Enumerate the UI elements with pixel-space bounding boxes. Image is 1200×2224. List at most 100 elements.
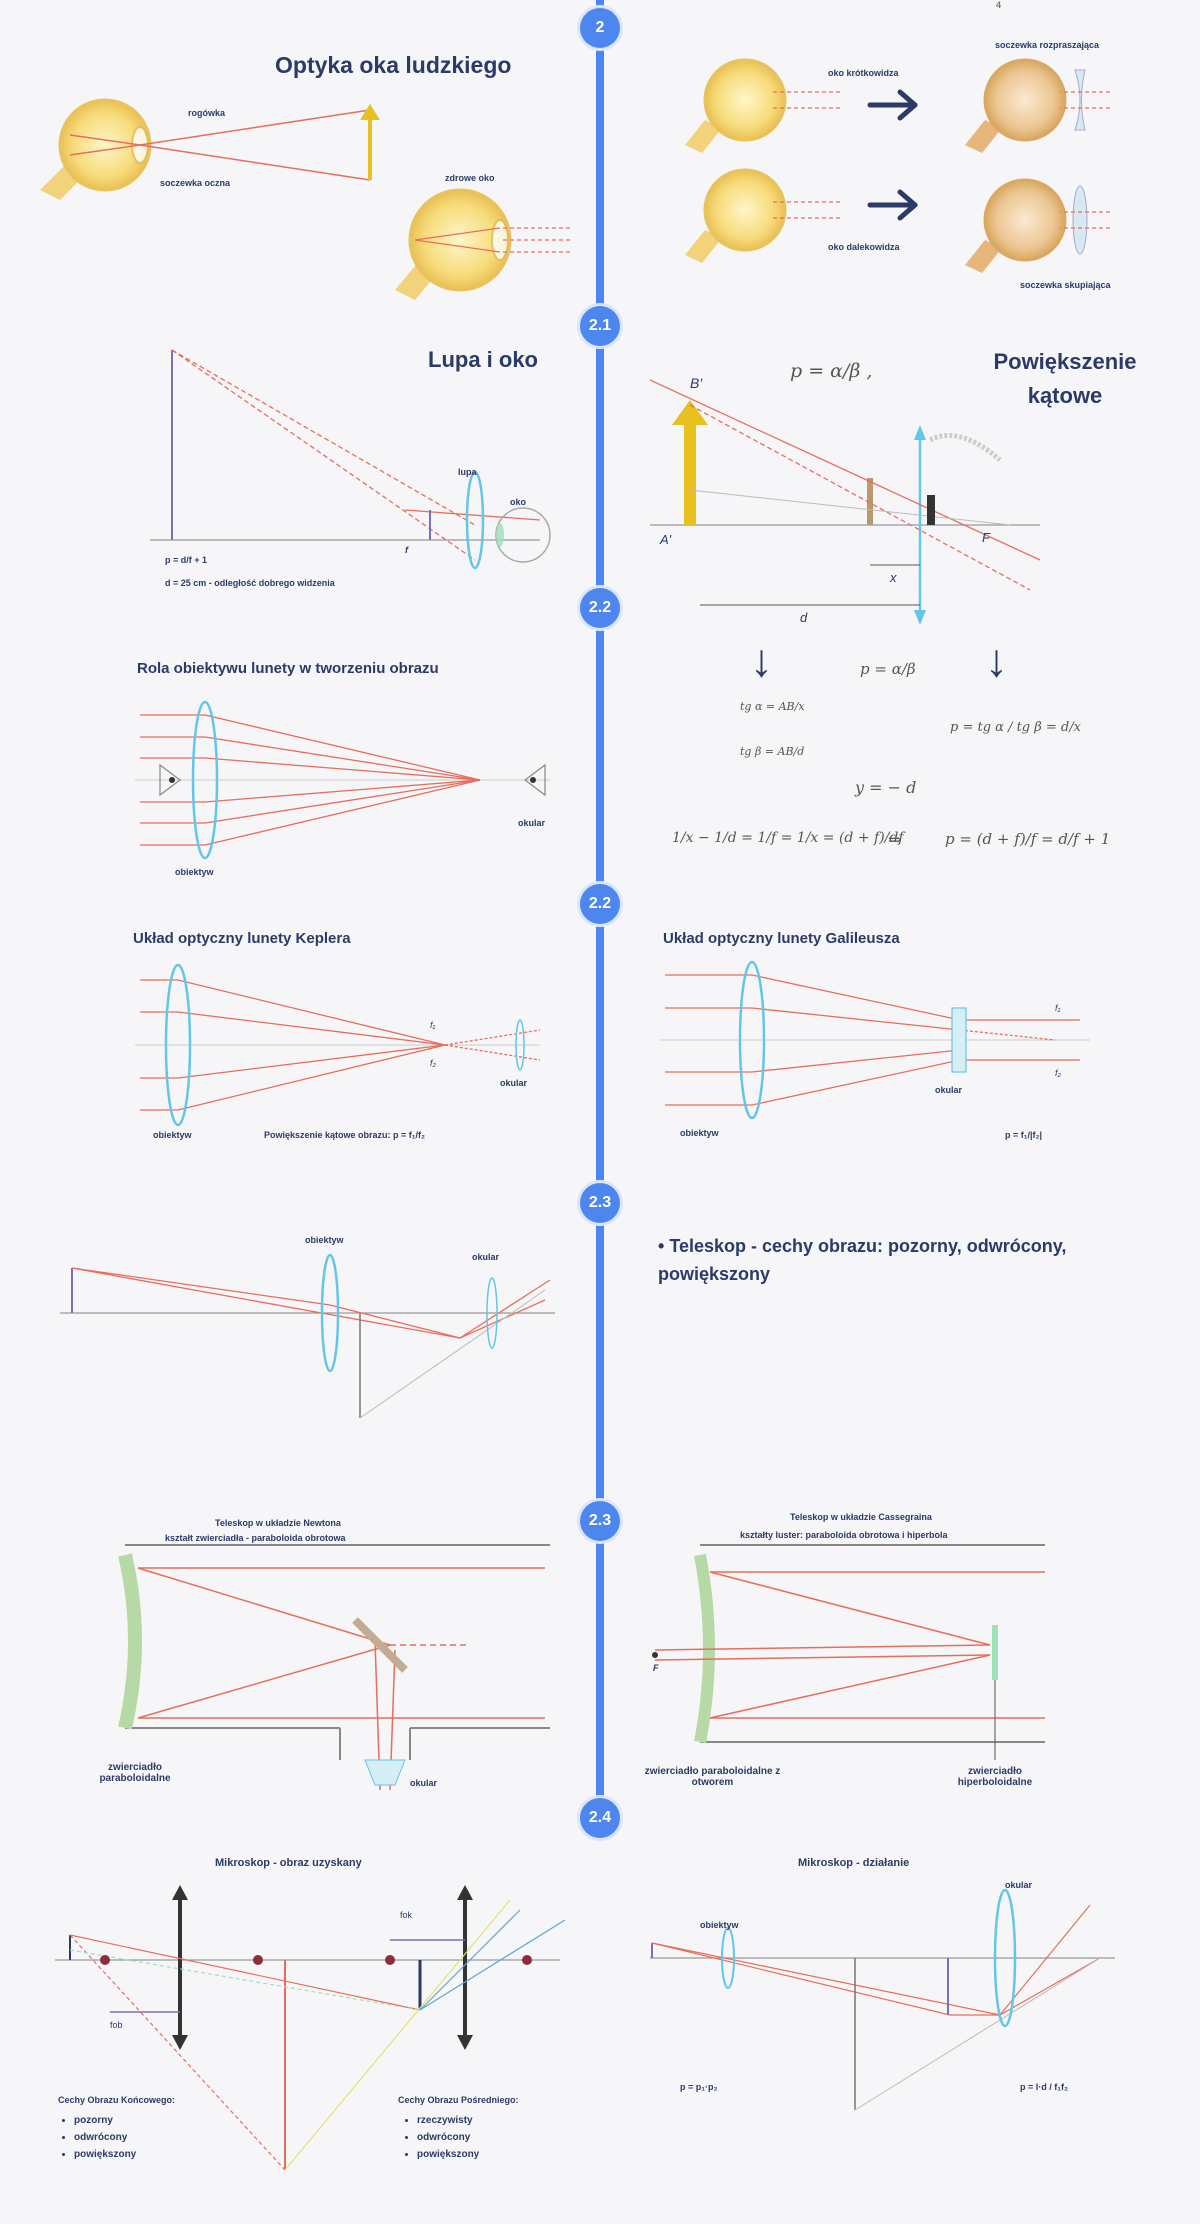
cassegrain-telescope-diagram [652, 1544, 1045, 1760]
formula-microscope-p: p = p₁·p₂ [680, 2082, 718, 2092]
list-item: odwrócony [417, 2129, 479, 2146]
timeline-node: 2.2 [580, 884, 620, 924]
label-cornea: rogówka [188, 108, 226, 118]
galileo-diagram [660, 960, 1090, 1120]
formula-tan-beta: tg β = AB/d [740, 745, 805, 758]
eye-diagram-hyperopia-corrected [965, 178, 1110, 273]
label-kepler-f1: f₁ [430, 1020, 436, 1030]
label-eye-lens: soczewka oczna [160, 178, 231, 188]
label-myopia: oko krótkowidza [828, 68, 899, 78]
label-oko: oko [510, 497, 527, 507]
formula-lens-equation: 1/x − 1/d = 1/f = 1/x = (d + f)/df [672, 830, 904, 846]
angular-magnification-diagram [649, 379, 1041, 625]
bullet-text: Teleskop - cechy obrazu: pozorny, odwróc… [658, 1236, 1067, 1284]
section-title-microscope-image: Mikroskop - obraz uzyskany [215, 1857, 362, 1869]
label-telescope-objective: obiektyw [305, 1235, 344, 1245]
label-galileo-f1: f₁ [1055, 1003, 1061, 1013]
label-B-prime: B' [690, 375, 703, 391]
label-galileo-f2: f₂ [1055, 1068, 1061, 1078]
final-image-features: pozorny odwrócony powiększony [60, 2112, 136, 2163]
label-newton-mirror: zwierciadło paraboloidalne [99, 1762, 171, 1784]
formula-galileo-magnification: p = f₁/|f₂| [1005, 1130, 1043, 1140]
formula-implies: ⇒ [888, 830, 902, 849]
label-hyperopia: oko dalekowidza [828, 242, 900, 252]
label-microscope-objective: obiektyw [700, 1920, 739, 1930]
intermediate-image-features: rzeczywisty odwrócony powiększony [403, 2112, 479, 2163]
corner-mark: 4 [996, 0, 1002, 10]
cassegrain-subtitle: kształty luster: paraboloida obrotowa i … [740, 1530, 948, 1540]
label-lupa: lupa [458, 467, 477, 477]
formula-y: y = − d [855, 778, 917, 797]
eye-diagram-myopia-corrected [965, 58, 1110, 153]
timeline-node: 2.3 [580, 1183, 620, 1223]
label-cassegrain-primary: zwierciadło paraboloidalne z otworem [644, 1766, 781, 1788]
timeline-node: 2.2 [580, 588, 620, 628]
arrow-down-icon: ↓ [750, 634, 773, 686]
formula-p-mid: p = α/β [860, 660, 916, 678]
label-cassegrain-F: F [653, 1663, 659, 1673]
microscope-image-diagram [55, 1885, 566, 2171]
arrow-right-icon [867, 89, 918, 221]
formula-distance-d: d = 25 cm - odległość dobrego widzenia [165, 578, 335, 588]
label-kepler-objective: obiektyw [153, 1130, 192, 1140]
newton-subtitle: kształt zwierciadła - paraboloida obroto… [165, 1533, 346, 1543]
formula-microscope-p2: p = l·d / f₁f₂ [1020, 2082, 1068, 2092]
list-item: powiększony [417, 2146, 479, 2163]
formula-tan-alpha: tg α = AB/x [740, 700, 805, 713]
formula-tan-ratio: p = tg α / tg β = d/x [950, 720, 1081, 735]
list-item: powiększony [74, 2146, 136, 2163]
timeline-node: 2.1 [580, 306, 620, 346]
list-item: rzeczywisty [417, 2112, 479, 2129]
final-image-title: Cechy Obrazu Końcowego: [58, 2095, 176, 2105]
section-title-objective-role: Rola obiektywu lunety w tworzeniu obrazu [137, 660, 439, 677]
microscope-action-diagram [650, 1888, 1115, 2111]
objective-role-diagram [135, 700, 550, 860]
kepler-diagram [135, 963, 541, 1127]
list-item: pozorny [74, 2112, 136, 2129]
label-kepler-f2: f₂ [430, 1058, 436, 1068]
eye-diagram-main [40, 98, 380, 200]
section-title-angular-magnification: Powiększenie kątowe [993, 349, 1137, 408]
newton-telescope-diagram [118, 1544, 550, 1791]
intermediate-image-title: Cechy Obrazu Pośredniego: [398, 2095, 519, 2105]
timeline-node: 2.3 [580, 1501, 620, 1541]
label-galileo-objective: obiektyw [680, 1128, 719, 1138]
telescope-image-features: • Teleskop - cechy obrazu: pozorny, odwr… [658, 1232, 1098, 1288]
formula-result: p = (d + f)/f = d/f + 1 [945, 830, 1111, 848]
eye-diagram-hyperopia [685, 168, 840, 263]
newton-title: Teleskop w układzie Newtona [215, 1518, 341, 1528]
label-newton-eyepiece: okular [410, 1778, 438, 1788]
formula-kepler-magnification: Powiększenie kątowe obrazu: p = f₁/f₂ [264, 1130, 426, 1140]
label-fok: fok [400, 1910, 413, 1920]
label-cassegrain-secondary: zwierciadło hiperboloidalne [957, 1766, 1033, 1788]
section-title-eye-optics: Optyka oka ludzkiego [275, 52, 512, 78]
label-converging-lens: soczewka skupiająca [1020, 280, 1111, 290]
section-title-microscope-action: Mikroskop - działanie [798, 1857, 910, 1869]
label-microscope-eyepiece: okular [1005, 1880, 1033, 1890]
label-diverging-lens: soczewka rozpraszająca [995, 40, 1100, 50]
magnifier-diagram [150, 349, 551, 570]
eye-diagram-myopia [685, 58, 840, 153]
label-x: x [890, 570, 897, 585]
label-objective: obiektyw [175, 867, 214, 877]
label-healthy-eye: zdrowe oko [445, 173, 495, 183]
formula-magnifier-p: p = d/f + 1 [165, 555, 208, 565]
formula-p-alpha-beta: p = α/β , [790, 360, 873, 382]
telescope-ray-diagram [60, 1253, 555, 1419]
cassegrain-title: Teleskop w układzie Cassegraina [790, 1512, 932, 1522]
section-title-galileo: Układ optyczny lunety Galileusza [663, 930, 900, 947]
label-f: f [405, 545, 408, 555]
bullet-dot: • [658, 1236, 670, 1256]
label-fob: fob [110, 2020, 123, 2030]
label-kepler-eyepiece: okular [500, 1078, 528, 1088]
eye-diagram-healthy [395, 188, 570, 300]
section-title-kepler: Układ optyczny lunety Keplera [133, 930, 351, 947]
label-d: d [800, 610, 808, 625]
label-eyepiece: okular [518, 818, 546, 828]
timeline-node: 2.4 [580, 1798, 620, 1838]
timeline-node: 2 [580, 8, 620, 48]
list-item: odwrócony [74, 2129, 136, 2146]
arrow-down-icon: ↓ [985, 634, 1008, 686]
label-telescope-eyepiece: okular [472, 1252, 500, 1262]
